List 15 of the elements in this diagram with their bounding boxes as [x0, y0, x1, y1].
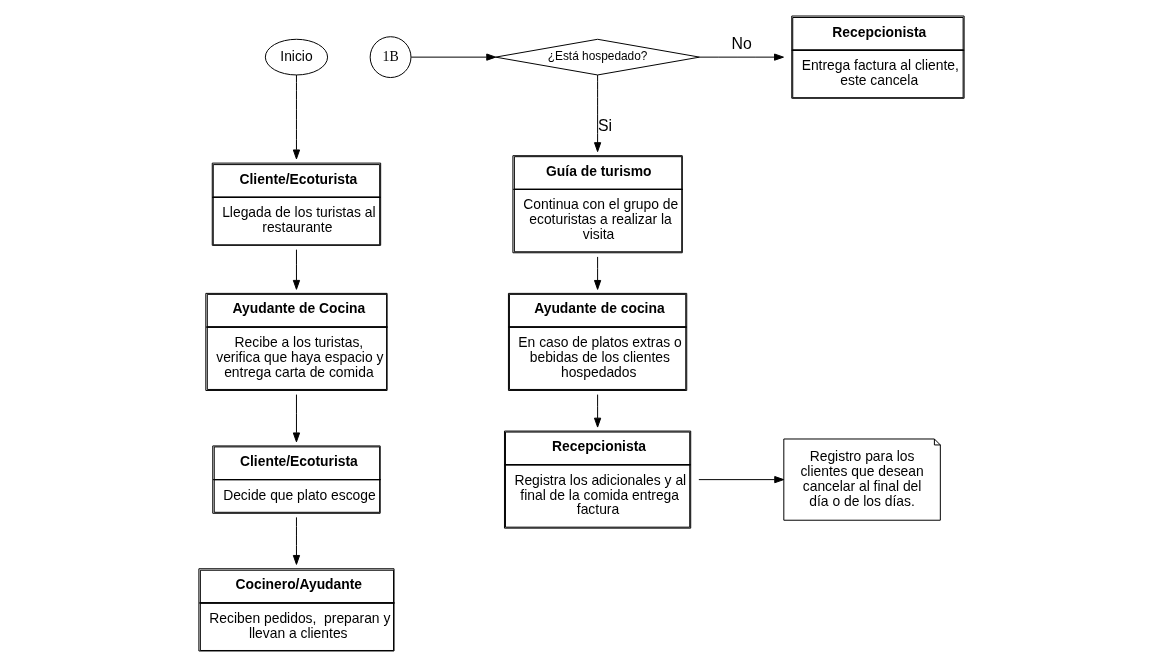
arrow	[292, 249, 301, 290]
arrow	[292, 74, 301, 160]
arrow	[698, 476, 785, 484]
edge-label: No	[731, 35, 752, 52]
arrow	[292, 394, 301, 443]
node-ellipse: Inicio	[264, 38, 329, 76]
arrow	[699, 53, 784, 61]
arrow	[594, 256, 602, 290]
arrow	[594, 394, 602, 428]
node-circle: 1B	[369, 36, 412, 79]
arrow	[410, 53, 497, 61]
arrow	[292, 516, 301, 565]
node-diamond: ¿Está hospedado?	[495, 38, 701, 76]
edge-label: Si	[597, 116, 613, 134]
arrow	[594, 74, 602, 153]
